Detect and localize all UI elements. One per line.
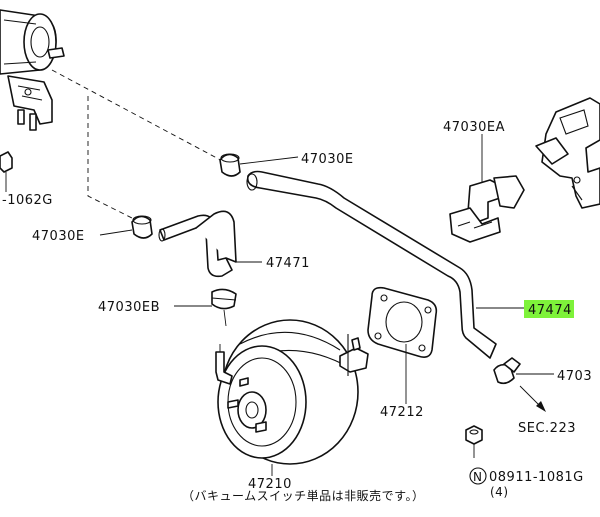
label-1062g: -1062G	[2, 193, 53, 208]
label-47030e-left: 47030E	[32, 229, 85, 244]
label-47030eb: 47030EB	[98, 300, 160, 315]
booster-nut	[465, 425, 483, 445]
footnote: （バキュームスイッチ単品は非販売です。）	[182, 488, 424, 503]
nut-symbol: N	[473, 470, 482, 484]
callout-highlight	[524, 300, 574, 318]
vacuum-switch	[493, 357, 521, 385]
label-47471: 47471	[266, 256, 310, 271]
label-47030e-top: 47030E	[301, 152, 354, 167]
label-nut-qty: (4)	[490, 485, 509, 499]
vacuum-canister	[0, 9, 65, 173]
label-nut-number: 08911-1081G	[489, 470, 584, 485]
mounting-bracket-right	[535, 97, 600, 209]
vacuum-tube-long	[246, 170, 497, 359]
label-47212: 47212	[380, 405, 424, 420]
hose-clamp-47030e-left	[131, 215, 153, 239]
label-47210: 47210	[248, 477, 292, 492]
brake-booster-47210	[215, 319, 369, 465]
nut-symbol-circle	[469, 467, 487, 485]
vacuum-hose-47471	[158, 210, 237, 278]
label-4703x: 4703	[557, 369, 592, 384]
label-sec223: SEC.223	[518, 421, 576, 436]
arrow-icon	[536, 401, 546, 412]
label-4747x: 47474	[528, 303, 572, 318]
label-47030ea: 47030EA	[443, 120, 505, 135]
tube-clip-47030ea	[449, 175, 525, 243]
hose-clamp-47030e-top	[219, 153, 241, 177]
booster-gasket-47212	[367, 286, 438, 358]
hose-clamp-47030eb	[211, 288, 237, 310]
